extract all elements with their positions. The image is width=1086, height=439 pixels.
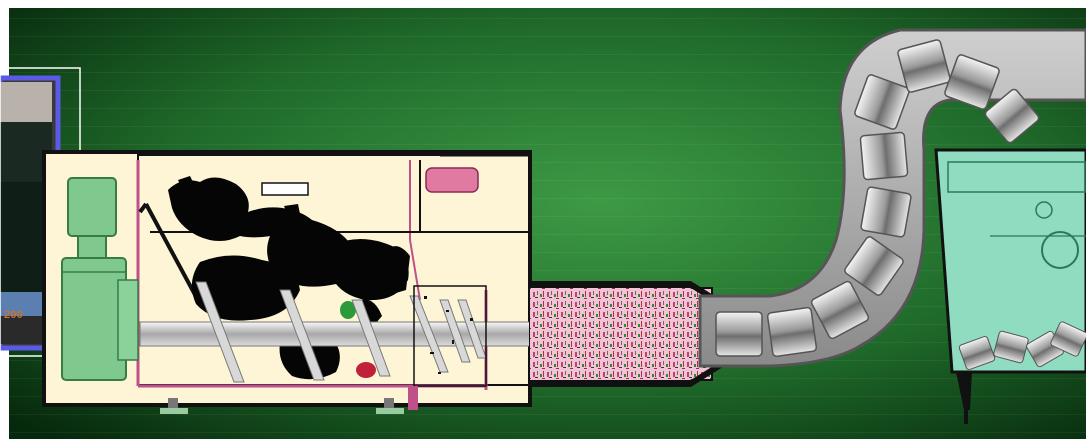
indicator-light	[426, 168, 478, 192]
compression-cone	[530, 288, 718, 380]
nameplate	[262, 183, 308, 195]
inset-caption: 200	[4, 309, 23, 321]
drive-motor	[54, 162, 138, 382]
